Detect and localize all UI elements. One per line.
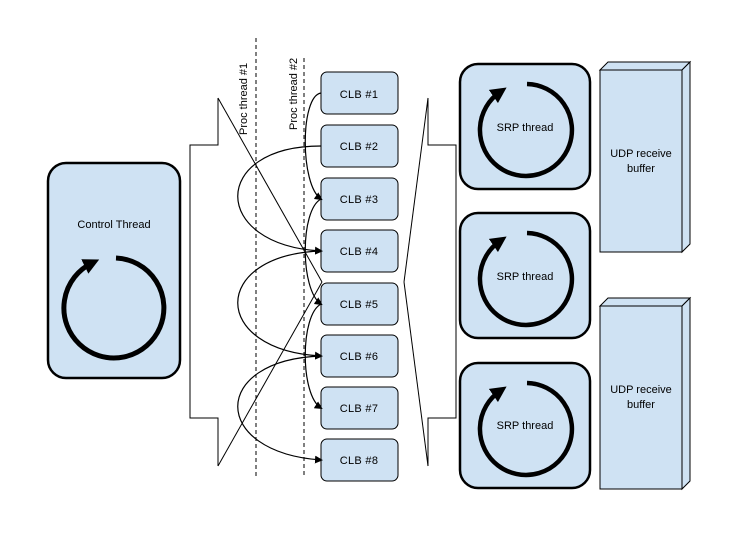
srp-thread-box-1: SRP thread xyxy=(458,62,592,191)
clb-box-2: CLB #2 xyxy=(320,124,399,168)
clb-box-8: CLB #8 xyxy=(320,438,399,482)
udp-buffer-label-line1: UDP receive xyxy=(610,148,672,160)
srp-thread-box-2: SRP thread xyxy=(458,211,592,340)
proc-thread-1: Proc thread #1 xyxy=(238,38,257,478)
clb-label: CLB #7 xyxy=(340,403,379,415)
connector-clb4-clb6 xyxy=(237,250,323,360)
udp-buffer-label-line2: buffer xyxy=(627,399,655,411)
proc-thread-1-label: Proc thread #1 xyxy=(238,63,250,135)
clb-label: CLB #2 xyxy=(340,141,379,153)
control-thread-box: Control Thread xyxy=(46,161,182,380)
circular-arrow-icon xyxy=(477,81,575,179)
clb-label: CLB #4 xyxy=(340,246,379,258)
udp-receive-buffer-1: UDP receive buffer xyxy=(598,60,692,254)
circular-arrow-icon xyxy=(477,380,575,478)
udp-buffer-label-line1: UDP receive xyxy=(610,384,672,396)
dispatch-right-shape xyxy=(403,97,457,467)
proc-thread-2-label: Proc thread #2 xyxy=(288,58,300,130)
connector-clb3-clb5 xyxy=(304,198,323,306)
clb-label: CLB #8 xyxy=(340,455,379,467)
circular-arrow-icon xyxy=(61,255,167,361)
proc-thread-2: Proc thread #2 xyxy=(288,58,305,478)
srp-thread-box-3: SRP thread xyxy=(458,361,592,490)
srp-thread-label: SRP thread xyxy=(497,271,554,283)
udp-buffer-label-line2: buffer xyxy=(627,163,655,175)
clb-box-6: CLB #6 xyxy=(320,334,399,378)
proc-thread-2-connectors xyxy=(304,92,323,410)
connector-clb5-clb7 xyxy=(304,303,323,410)
srp-thread-label: SRP thread xyxy=(497,122,554,134)
clb-label: CLB #1 xyxy=(340,89,379,101)
clb-box-4: CLB #4 xyxy=(320,229,399,273)
clb-label: CLB #5 xyxy=(340,299,379,311)
connector-clb1-clb3 xyxy=(304,92,323,201)
clb-box-7: CLB #7 xyxy=(320,386,399,430)
clb-label: CLB #3 xyxy=(340,194,379,206)
proc-thread-1-connectors xyxy=(237,145,323,464)
srp-thread-label: SRP thread xyxy=(497,420,554,432)
connector-clb6-clb8 xyxy=(237,355,323,464)
circular-arrow-icon xyxy=(477,230,575,328)
connector-clb2-clb4 xyxy=(237,145,323,255)
udp-receive-buffer-2: UDP receive buffer xyxy=(598,296,692,491)
control-thread-label: Control Thread xyxy=(77,219,150,231)
clb-label: CLB #6 xyxy=(340,351,379,363)
clb-box-3: CLB #3 xyxy=(320,177,399,221)
clb-box-5: CLB #5 xyxy=(320,282,399,326)
clb-box-1: CLB #1 xyxy=(320,71,399,115)
